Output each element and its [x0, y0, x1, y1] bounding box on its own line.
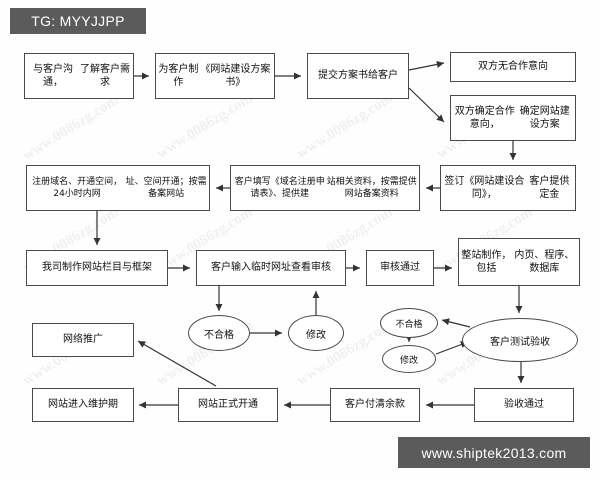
- website-watermark-badge: www.shiptek2013.com: [398, 437, 590, 468]
- node-online-promotion[interactable]: 网络推广: [32, 323, 134, 357]
- node-modify-right[interactable]: 修改: [382, 345, 436, 373]
- edge-n3-n5: [408, 87, 445, 123]
- node-review-failed-right[interactable]: 不合格: [380, 308, 438, 338]
- node-customer-communication[interactable]: 与客户沟通，了解客户需求: [24, 53, 134, 99]
- edge-n3-n4: [408, 60, 445, 71]
- node-no-cooperation[interactable]: 双方无合作意向: [450, 52, 576, 82]
- node-review-failed-left[interactable]: 不合格: [188, 315, 250, 351]
- node-confirm-cooperation[interactable]: 双方确定合作意向，确定网站建设方案: [450, 95, 576, 141]
- node-review-passed[interactable]: 审核通过: [366, 250, 434, 286]
- node-submit-proposal[interactable]: 提交方案书给客户: [307, 53, 409, 99]
- node-customer-fills-form[interactable]: 客户填写《域名注册申请表》、提供建站相关资料，按需提供网站备案资料: [230, 165, 420, 211]
- edge-n20-n18: [137, 340, 217, 387]
- node-maintenance-period[interactable]: 网站进入维护期: [32, 388, 134, 422]
- node-customer-review[interactable]: 客户输入临时网址查看审核: [196, 250, 346, 286]
- edge-n17-n15: [441, 318, 471, 328]
- node-create-proposal[interactable]: 为客户制作《网站建设方案书》: [155, 53, 275, 99]
- node-sign-contract[interactable]: 签订《网站建设合同》，客户提供定金: [440, 165, 576, 211]
- node-acceptance-passed[interactable]: 验收通过: [474, 388, 574, 422]
- node-modify-left[interactable]: 修改: [288, 315, 344, 351]
- node-full-site-production[interactable]: 整站制作，包括内页、程序、数据库: [458, 238, 580, 286]
- node-customer-acceptance-test[interactable]: 客户测试验收: [462, 318, 578, 362]
- node-build-structure[interactable]: 我司制作网站栏目与框架: [26, 250, 168, 286]
- telegram-badge: TG: MYYJJPP: [10, 8, 146, 34]
- node-final-payment[interactable]: 客户付清余款: [330, 388, 420, 422]
- node-register-domain[interactable]: 注册域名、开通空间，24小时内网址、空间开通；按需备案网站: [26, 165, 210, 211]
- node-site-launched[interactable]: 网站正式开通: [178, 388, 278, 422]
